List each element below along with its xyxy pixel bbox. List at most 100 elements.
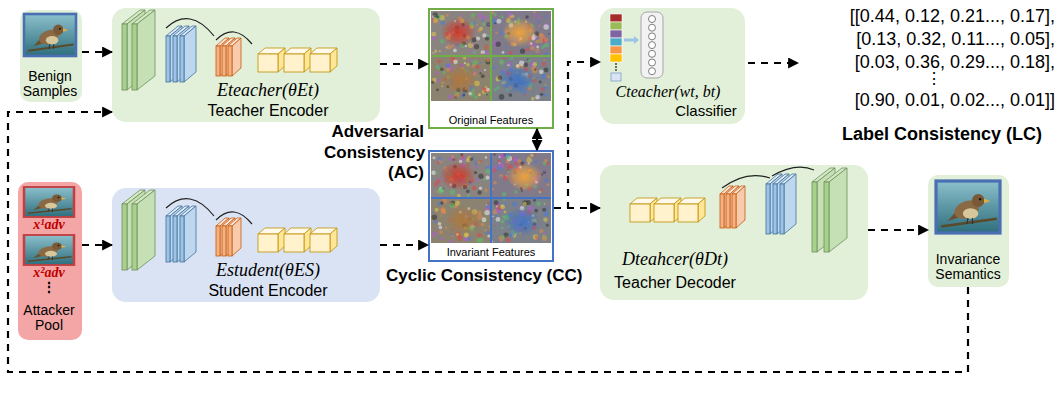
art-shape [486,164,488,166]
art-shape [455,200,460,205]
art-shape [437,237,439,239]
art-shape [24,187,74,217]
class-bar [610,30,622,38]
art-shape [446,64,451,69]
art-shape [500,204,505,209]
art-shape [505,155,510,160]
art-shape [486,58,490,62]
layer-block [284,228,311,252]
art-shape [58,245,60,246]
art-shape [474,166,477,169]
art-shape [438,157,443,162]
bird-image [24,14,76,56]
art-shape [432,36,436,40]
node-label: Student Encoder [208,282,327,300]
art-shape [439,188,445,194]
art-shape [496,79,498,81]
art-shape [232,218,241,256]
art-shape [431,211,433,213]
art-shape [471,13,476,18]
art-shape [485,168,490,173]
art-shape [539,33,544,38]
art-shape [479,72,481,74]
neuron [649,50,656,57]
node-label: Invariance Semantics [930,252,1006,283]
dot [615,63,617,65]
art-shape [539,229,543,233]
art-shape [544,86,548,90]
art-shape [62,197,67,200]
neuron [649,33,656,40]
layer-block [132,10,155,90]
flow-arrow [82,51,112,53]
art-shape [780,184,784,234]
skip-connection [166,19,214,36]
art-shape [467,194,470,197]
art-shape [499,65,535,94]
art-shape [545,15,548,18]
art-shape [726,194,730,228]
art-shape [431,198,491,243]
flow-arrow [82,244,112,246]
art-shape [62,245,67,248]
grid-line [431,55,551,57]
art-shape [504,208,540,237]
art-shape [535,236,538,239]
art-shape [435,208,439,212]
art-shape [505,46,507,48]
class-bar [610,38,622,46]
art-shape [534,153,536,155]
art-shape [546,183,549,186]
art-shape [24,14,76,56]
neuron [649,24,656,31]
art-shape [24,235,74,265]
art-shape [967,218,973,224]
art-shape [481,50,485,54]
sample-label: x²adv [33,265,64,280]
art-shape [484,210,489,215]
art-shape [482,23,486,27]
art-shape [468,58,471,61]
art-shape [493,169,495,171]
art-shape [495,32,498,35]
art-shape [546,206,549,209]
art-shape [537,51,539,53]
art-shape [525,94,527,96]
art-shape [284,234,304,252]
art-shape [531,97,535,101]
layer-block [258,228,285,252]
art-shape [440,67,444,71]
art-shape [499,174,503,178]
art-shape [543,170,545,172]
art-shape [446,63,451,68]
matrix-row: [0.90, 0.01, 0.02..., 0.01]] [855,90,1055,112]
art-shape [526,48,530,52]
art-shape [436,65,441,70]
art-shape [439,50,441,52]
art-shape [500,219,504,223]
layer-block [654,198,681,222]
art-shape [773,184,777,234]
art-shape [533,234,538,239]
art-shape [486,93,488,95]
flow-arrow [8,112,968,372]
neuron [649,68,656,75]
art-shape [495,42,500,47]
art-shape [435,71,439,75]
art-shape [284,54,304,72]
layer-block [732,186,745,228]
art-shape [310,234,330,252]
art-shape [478,14,482,18]
art-shape [736,186,745,228]
art-shape [546,224,549,227]
skip-connection [216,212,252,224]
art-shape [540,93,543,96]
art-shape [434,220,438,224]
art-shape [440,161,476,190]
art-shape [452,61,454,63]
art-shape [487,234,490,237]
art-shape [478,93,481,96]
art-shape [446,14,449,17]
art-shape [533,43,536,46]
